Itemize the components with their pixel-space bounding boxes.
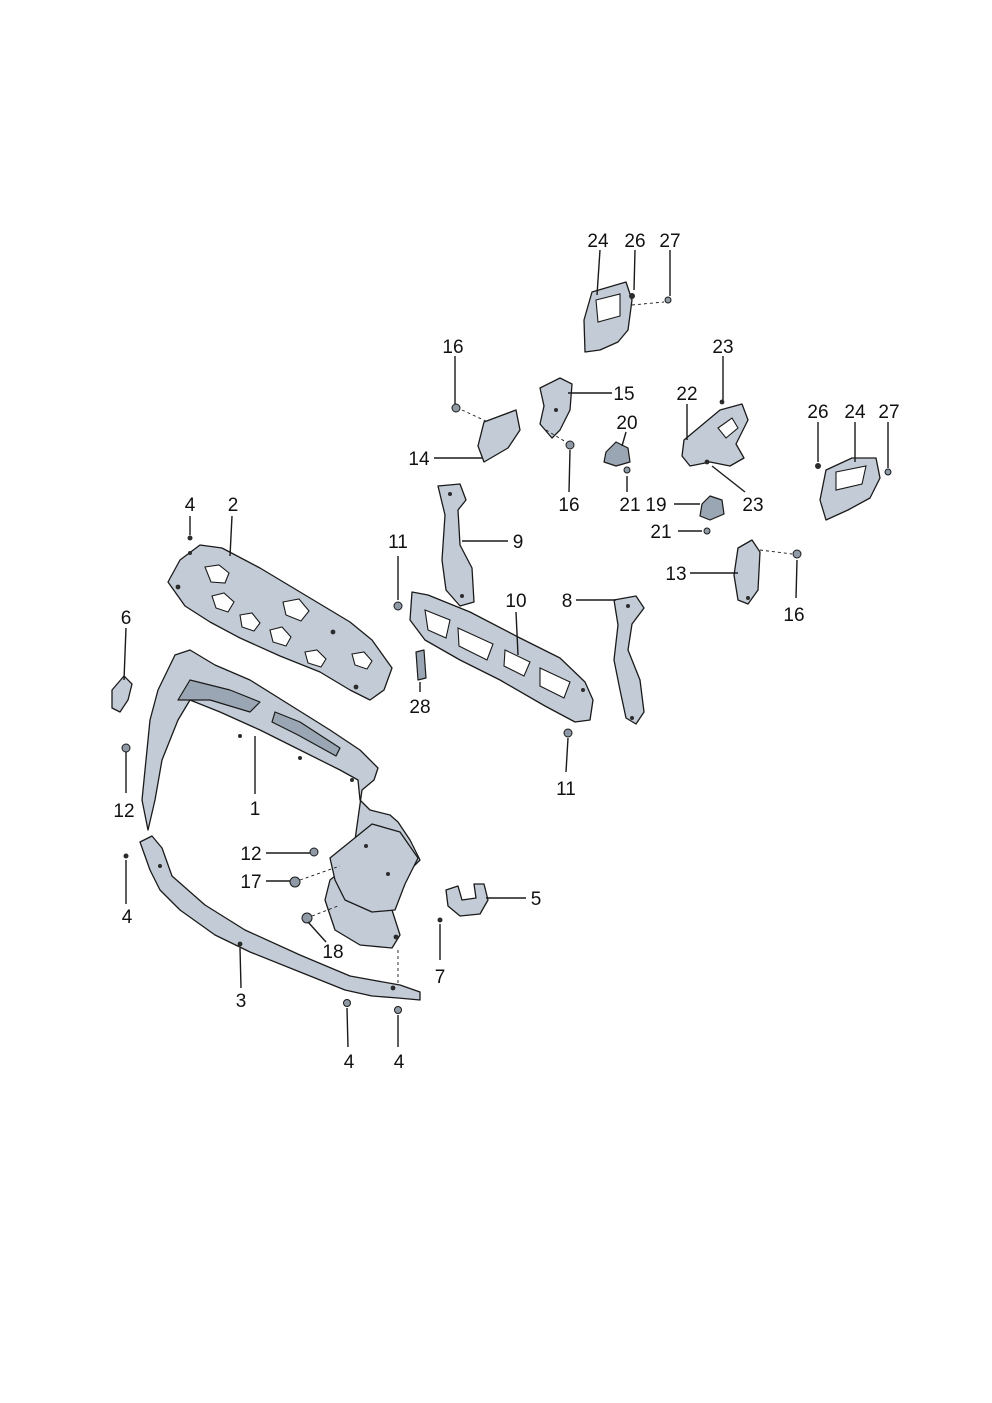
part-19-mount (699, 495, 725, 535)
callout-11: 11 (388, 532, 408, 553)
callout-3: 3 (236, 991, 247, 1012)
callout-17: 17 (240, 872, 261, 893)
callout-19: 19 (645, 495, 666, 516)
callout-1: 1 (250, 799, 261, 820)
callout-24: 24 (844, 402, 866, 423)
callout-28: 28 (409, 697, 430, 718)
fasteners (121, 403, 575, 1014)
part-1-lock-carrier (141, 649, 421, 949)
callout-6: 6 (121, 608, 132, 629)
part-15-bracket (539, 377, 573, 439)
callout-14: 14 (408, 449, 430, 470)
callout-18: 18 (322, 942, 343, 963)
callout-24: 24 (587, 231, 609, 252)
part-13-side-bracket (733, 539, 802, 605)
callout-21: 21 (650, 522, 671, 543)
callout-8: 8 (562, 591, 573, 612)
part-9-left-strut (437, 483, 475, 607)
callout-11: 11 (556, 779, 576, 800)
part-3-lower-cross-member (139, 835, 421, 1001)
callout-22: 22 (676, 384, 697, 405)
callout-4: 4 (122, 907, 133, 928)
part-2-upper-cross-plate (167, 544, 393, 701)
callout-4: 4 (344, 1052, 355, 1073)
callout-27: 27 (878, 402, 899, 423)
callout-4: 4 (394, 1052, 405, 1073)
callout-26: 26 (807, 402, 828, 423)
callout-21: 21 (619, 495, 640, 516)
callout-4: 4 (185, 495, 196, 516)
part-14-bracket (477, 409, 521, 463)
part-28-pad (415, 649, 427, 681)
part-5-clip-bracket (445, 883, 489, 917)
part-6-small-bracket (111, 675, 133, 713)
callout-13: 13 (665, 564, 686, 585)
callout-7: 7 (435, 967, 446, 988)
callout-9: 9 (513, 532, 524, 553)
callout-16: 16 (783, 605, 804, 626)
callout-16: 16 (558, 495, 579, 516)
part-20-mount (603, 441, 631, 474)
part-24-bracket-right (815, 457, 892, 521)
callout-16: 16 (442, 337, 463, 358)
callout-23: 23 (712, 337, 733, 358)
callout-15: 15 (613, 384, 634, 405)
callout-10: 10 (505, 591, 526, 612)
callout-20: 20 (616, 413, 637, 434)
part-22-bracket (681, 399, 749, 467)
callout-26: 26 (624, 231, 645, 252)
callout-12: 12 (240, 844, 261, 865)
callout-23: 23 (742, 495, 763, 516)
part-8-right-strut (613, 595, 645, 725)
part-24-bracket-top (583, 281, 672, 353)
callout-12: 12 (113, 801, 134, 822)
callout-27: 27 (659, 231, 680, 252)
leader-lines (123, 249, 889, 1048)
callout-2: 2 (228, 495, 239, 516)
callout-5: 5 (531, 889, 542, 910)
callout-labels: 24 26 27 16 23 15 22 26 24 27 20 14 16 2… (113, 231, 899, 1073)
part-10-rear-cross-frame (409, 591, 594, 723)
